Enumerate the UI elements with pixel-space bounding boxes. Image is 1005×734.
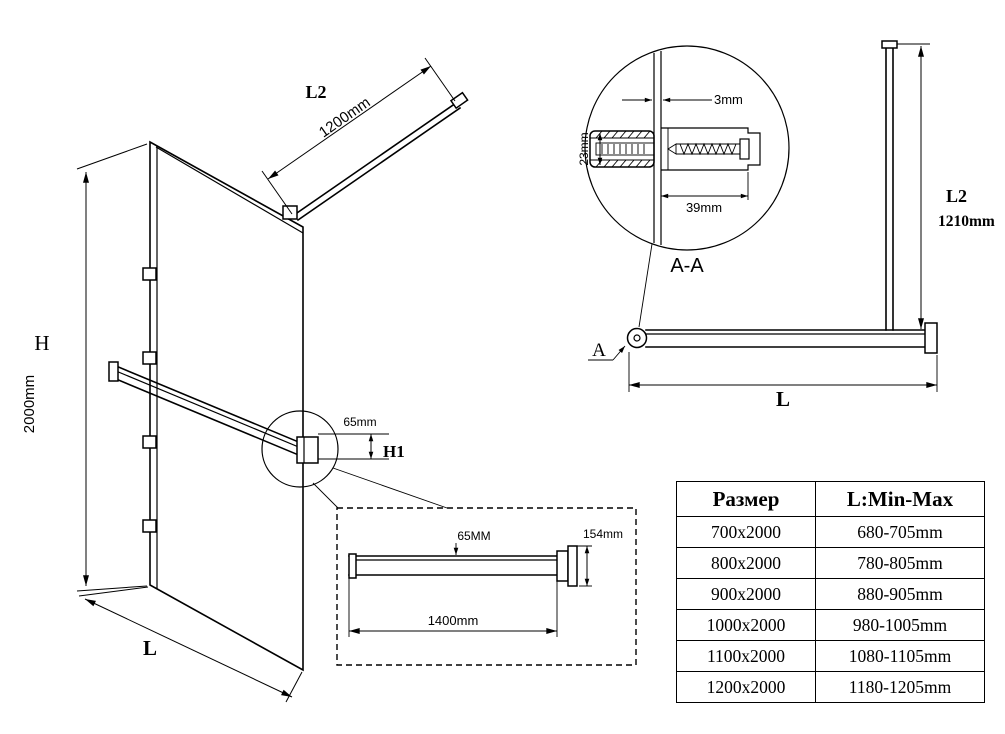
size-table-row: 900x2000 880-905mm [676,578,985,610]
glass-thickness-dim: 3mm [714,92,743,107]
bar-bracket [556,550,569,582]
perspective-glass-panel [142,140,304,672]
range-cell: 1180-1205mm [815,671,985,703]
size-table-row: 1200x2000 1180-1205mm [676,671,985,703]
dimension-L2-perspective: L2 1200mm [261,57,456,215]
bar-top-dim: 65MM [457,529,490,543]
bar-left-cap [348,553,357,579]
tube-hatching [595,130,651,168]
pole-top-bracket [881,40,898,49]
bar-end-cap [108,361,119,382]
bar-pivot-end [626,327,648,349]
perspective-towel-bar [108,361,319,464]
perspective-support-tube [282,91,469,222]
bar-height-value: 65mm [343,415,376,429]
size-table-row: 800x2000 780-805mm [676,547,985,579]
h1-label: H1 [383,442,405,461]
tube-height-dim: 23mm [577,132,591,165]
section-label: A-A [670,255,704,277]
screw-head [739,138,750,160]
dimension-L-perspective: L [78,586,303,703]
elevation-l2-value: 1210mm [938,213,995,230]
bar-detail-view: 65MM 154mm 1400mm [336,507,637,666]
bar-side-dim: 154mm [583,527,623,541]
glass-bracket [282,205,298,220]
dimension-bar-height-H1: 65mm H1 [318,415,405,461]
screw-tip [667,143,677,155]
wall-clip [142,351,157,365]
size-cell: 1100x2000 [676,640,816,672]
range-cell: 1080-1105mm [815,640,985,672]
wall-plate [924,322,938,354]
h-label: H [34,331,49,355]
clamp-depth-dim: 39mm [686,200,722,215]
wall-clip [142,267,157,281]
l-label: L [143,636,157,660]
detail-callout-circle [261,410,448,509]
elevation-l2-label: L2 [946,186,967,206]
size-cell: 1000x2000 [676,609,816,641]
section-marker-a: A [592,340,606,361]
range-cell: 980-1005mm [815,609,985,641]
elevation-l-label: L [776,387,790,411]
clamp-body [661,127,761,171]
size-table-header-size: Размер [676,481,816,517]
screw-thread [679,142,737,156]
l2-label: L2 [305,82,326,102]
bar-wall-bracket [296,436,319,464]
rod-threads [601,144,645,154]
size-table-header-range: L:Min-Max [815,481,985,517]
elevation-view: L2 1210mm L A [588,40,995,411]
section-detail-view: 3mm 23mm 39mm A-A [577,45,790,328]
wall-clip [142,519,157,533]
h-value: 2000mm [21,375,38,433]
bracket-plate [567,545,578,587]
size-cell: 900x2000 [676,578,816,610]
size-cell: 1200x2000 [676,671,816,703]
ceiling-bracket [449,91,469,110]
size-cell: 800x2000 [676,547,816,579]
size-table-header-row: Размер L:Min-Max [676,481,985,517]
size-table-row: 1000x2000 980-1005mm [676,609,985,641]
size-cell: 700x2000 [676,516,816,548]
size-table-row: 1100x2000 1080-1105mm [676,640,985,672]
range-cell: 680-705mm [815,516,985,548]
size-table: Размер L:Min-Max 700x2000 680-705mm 800x… [676,481,985,703]
size-table-row: 700x2000 680-705mm [676,516,985,548]
bar-length-dim: 1400mm [428,613,479,628]
range-cell: 780-805mm [815,547,985,579]
wall-clip [142,435,157,449]
range-cell: 880-905mm [815,578,985,610]
dimension-H: H 2000mm [21,143,148,592]
